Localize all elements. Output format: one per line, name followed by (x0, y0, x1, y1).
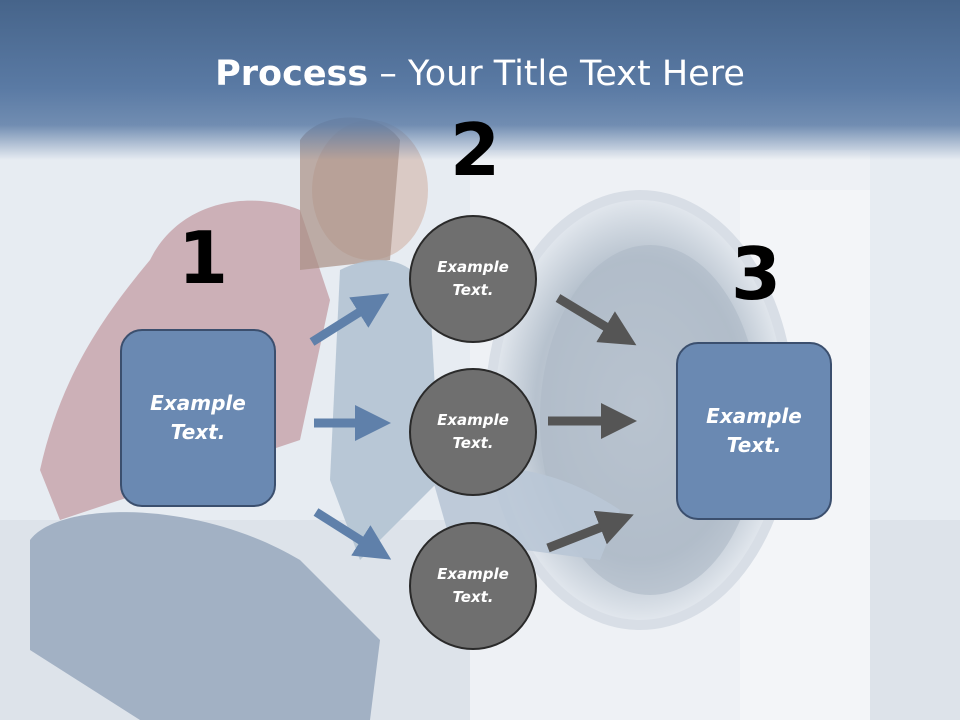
title-bold: Process (215, 54, 369, 94)
step-number-3: 3 (731, 232, 782, 316)
arrow-2c-to-3 (546, 510, 634, 553)
slide-title: Process – Your Title Text Here (0, 52, 960, 96)
step-number-1: 1 (178, 216, 229, 300)
arrow-1-to-2a (309, 293, 390, 346)
arrow-2a-to-3 (555, 294, 637, 346)
arrow-1-to-2c (313, 508, 392, 560)
title-rest: – Your Title Text Here (368, 54, 745, 94)
title-band (0, 0, 960, 160)
step-number-2: 2 (450, 108, 501, 192)
